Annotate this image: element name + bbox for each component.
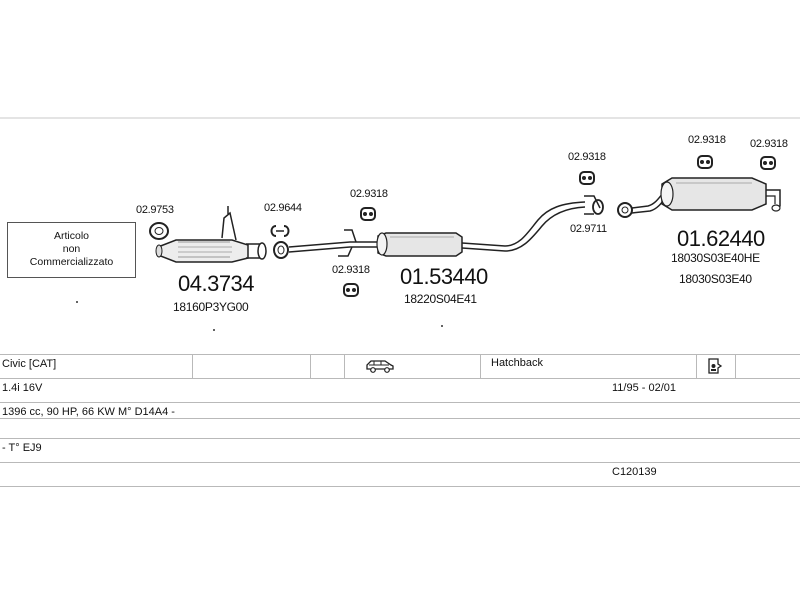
- rubber-hanger-icon: [343, 155, 776, 297]
- years: 11/95 - 02/01: [612, 382, 677, 394]
- oem-catalyst: 18160P3YG00: [173, 300, 249, 314]
- body-type: Hatchback: [491, 357, 543, 369]
- not-available-note: Articolo non Commercializzato: [7, 222, 136, 278]
- label-hanger-mid-bottom[interactable]: 02.9318: [332, 264, 370, 276]
- note-line-1: Articolo: [53, 230, 89, 242]
- clamp-rear-icon: [592, 199, 604, 215]
- middle-pipe-icon: [288, 229, 380, 257]
- gasket-front-icon: [149, 222, 169, 240]
- label-hanger-rear-1[interactable]: 02.9318: [688, 134, 726, 146]
- rear-joint-icon: [617, 202, 633, 218]
- document-icon[interactable]: [706, 357, 724, 375]
- label-clamp-front[interactable]: 02.9644: [264, 202, 302, 214]
- catalytic-converter-icon: [155, 206, 267, 263]
- label-hanger-rear-pipe[interactable]: 02.9318: [568, 151, 606, 163]
- car-icon: [366, 360, 394, 373]
- label-hanger-mid-top[interactable]: 02.9318: [350, 188, 388, 200]
- part-number-middle-silencer[interactable]: 01.53440: [400, 264, 488, 289]
- engine-specs: 1396 cc, 90 HP, 66 KW M° D14A4 -: [2, 406, 175, 418]
- part-number-catalyst[interactable]: 04.3734: [178, 271, 255, 296]
- vehicle-type: - T° EJ9: [2, 442, 42, 454]
- label-hanger-rear-2[interactable]: 02.9318: [750, 138, 788, 150]
- vehicle-model: Civic [CAT]: [2, 358, 57, 370]
- label-clamp-rear[interactable]: 02.9711: [570, 223, 607, 235]
- engine: 1.4i 16V: [2, 382, 43, 394]
- oem-middle-silencer: 18220S04E41: [404, 292, 477, 306]
- oem-rear-silencer-2: 18030S03E40: [679, 272, 752, 286]
- rear-pipe-icon: [461, 195, 601, 252]
- rear-silencer-icon: [631, 177, 781, 214]
- note-line-2: non: [62, 243, 81, 255]
- label-gasket-front[interactable]: 02.9753: [136, 204, 174, 216]
- vehicle-code: C120139: [612, 466, 657, 478]
- middle-silencer-icon: [376, 232, 463, 257]
- clamp-front-icon: [270, 225, 290, 237]
- pipe-joint-icon: [273, 241, 289, 259]
- note-line-3: Commercializzato: [29, 256, 114, 268]
- part-number-rear-silencer[interactable]: 01.62440: [677, 226, 765, 251]
- oem-rear-silencer-1: 18030S03E40HE: [671, 251, 760, 265]
